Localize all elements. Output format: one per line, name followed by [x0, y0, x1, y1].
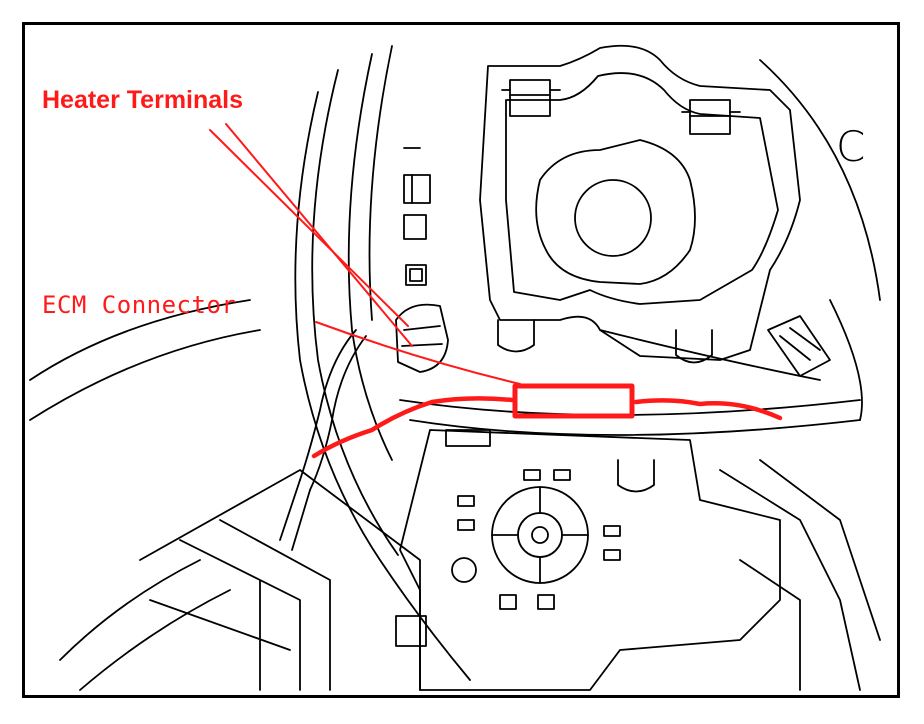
lower-rail-2 — [409, 419, 861, 436]
heater-leader-1 — [209, 129, 409, 327]
small-terminal-3 — [405, 264, 427, 286]
harness-highlight-right — [633, 398, 783, 421]
outer-arc-1 — [294, 91, 471, 681]
lower-plate — [399, 429, 781, 691]
heater-terminals-label: Heater Terminals — [42, 86, 244, 114]
clip-top-left — [509, 79, 551, 117]
control-knob-inner — [517, 512, 563, 558]
clip-top-right — [689, 99, 731, 135]
plate-cap — [617, 459, 655, 493]
harness-highlight-left — [311, 396, 515, 459]
harness-2 — [309, 335, 367, 491]
cap-right — [675, 329, 713, 364]
outer-arc-2 — [311, 69, 399, 556]
outer-arc-3 — [347, 53, 393, 461]
heater-leader-2 — [225, 123, 413, 347]
diagram-frame — [22, 22, 900, 698]
lower-rail-3 — [599, 329, 821, 381]
ecm-connector-label: ECM Connector — [42, 291, 237, 319]
panel-mark-c: C — [836, 122, 866, 171]
housing-outer — [479, 44, 801, 361]
ecm-connector-body — [395, 303, 449, 373]
right-body-arc — [759, 59, 881, 301]
small-terminal-2 — [403, 214, 427, 240]
right-clip — [767, 315, 831, 377]
outer-arc-4 — [368, 45, 393, 321]
right-lower-structure — [719, 459, 881, 691]
bracket-grid — [139, 469, 421, 691]
housing-inner — [505, 72, 779, 305]
right-body-arc-2 — [829, 299, 863, 421]
ecm-leader — [315, 321, 521, 385]
harness-1 — [299, 329, 357, 481]
housing-center-circle — [574, 179, 652, 257]
cap-left — [497, 319, 535, 353]
small-terminal-1 — [403, 174, 431, 204]
housing-cross — [535, 139, 696, 285]
ecm-connector-highlight — [512, 383, 635, 419]
